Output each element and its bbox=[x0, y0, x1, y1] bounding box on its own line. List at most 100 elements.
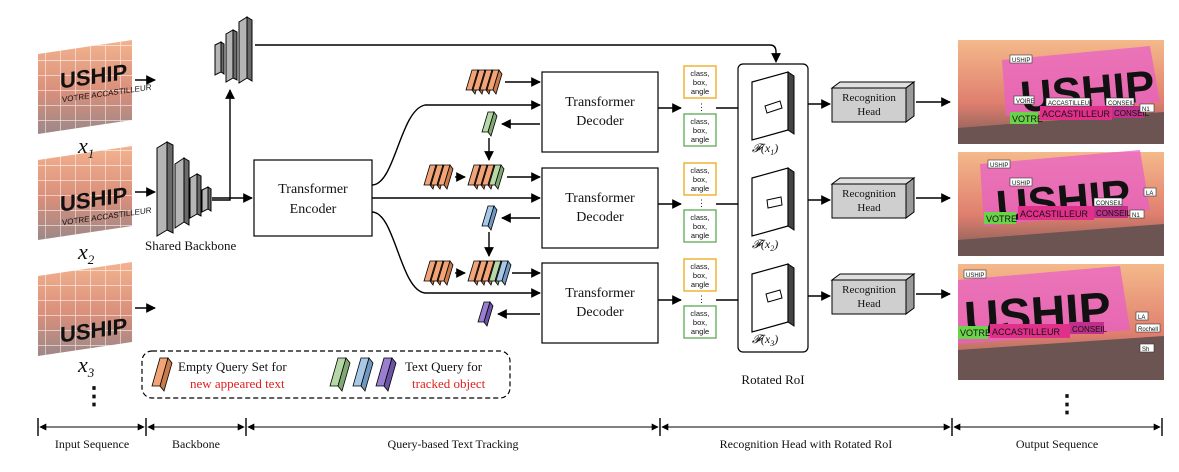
svg-text:CONSEIL: CONSEIL bbox=[1096, 209, 1132, 218]
backbone-label: Shared Backbone bbox=[145, 238, 237, 253]
decoder-2-label-1: Transformer bbox=[565, 191, 635, 206]
stage-query-tracking: Query-based Text Tracking bbox=[388, 437, 519, 451]
svg-text:USHIP: USHIP bbox=[966, 273, 984, 279]
svg-text:CONSEIL: CONSEIL bbox=[1114, 109, 1150, 118]
svg-text:VOTRE: VOTRE bbox=[986, 214, 1017, 224]
svg-text:CONSEIL: CONSEIL bbox=[1096, 201, 1123, 207]
svg-text:Recognition: Recognition bbox=[842, 188, 896, 200]
svg-text:ACCASTILLEUR: ACCASTILLEUR bbox=[1020, 209, 1089, 219]
roi-feature-1 bbox=[751, 71, 795, 141]
legend-text-line1: Text Query for bbox=[405, 359, 483, 374]
output-ellipsis: ⋮ bbox=[1055, 392, 1079, 418]
svg-text:box,: box, bbox=[693, 126, 707, 135]
svg-text:Recognition: Recognition bbox=[842, 284, 896, 296]
svg-text:angle: angle bbox=[691, 87, 709, 96]
stage-input-sequence: Input Sequence bbox=[55, 437, 129, 451]
svg-text:CONSEIL: CONSEIL bbox=[1072, 325, 1108, 334]
svg-text:⋮: ⋮ bbox=[697, 198, 706, 208]
svg-text:⋮: ⋮ bbox=[697, 102, 706, 112]
svg-text:box,: box, bbox=[693, 222, 707, 231]
svg-text:angle: angle bbox=[691, 280, 709, 289]
svg-text:class,: class, bbox=[690, 309, 709, 318]
svg-text:ACCASTILLEUR: ACCASTILLEUR bbox=[992, 327, 1061, 337]
transformer-decoder-3 bbox=[541, 262, 659, 344]
svg-text:box,: box, bbox=[693, 78, 707, 87]
recognition-head-2: Recognition Head bbox=[830, 177, 916, 219]
decoder-1-label-2: Decoder bbox=[576, 114, 624, 129]
svg-text:CONSEIL: CONSEIL bbox=[1108, 101, 1135, 107]
input-frame-2: USHIP VOTRE ACCASTILLEUR bbox=[38, 146, 152, 240]
stage-bar bbox=[37, 418, 1163, 436]
svg-text:Rochell: Rochell bbox=[1138, 327, 1158, 333]
stage-output-sequence: Output Sequence bbox=[1016, 437, 1098, 451]
input-label-3: x3 bbox=[77, 352, 95, 380]
svg-text:Recognition: Recognition bbox=[842, 92, 896, 104]
empty-query-set-1 bbox=[465, 69, 503, 95]
svg-text:USHIP: USHIP bbox=[1012, 181, 1030, 187]
shared-backbone bbox=[156, 141, 212, 237]
svg-text:class,: class, bbox=[690, 213, 709, 222]
svg-text:VOTRE: VOTRE bbox=[960, 328, 991, 338]
encoder-label-2: Encoder bbox=[290, 202, 337, 217]
svg-text:LA: LA bbox=[1138, 315, 1145, 321]
svg-text:class,: class, bbox=[690, 262, 709, 271]
text-query-purple bbox=[477, 301, 494, 327]
legend-text-line2: tracked object bbox=[412, 376, 486, 391]
output-frame-3: USHIP VOTRE ACCASTILLEUR CONSEIL USHIP L… bbox=[958, 264, 1164, 380]
decoder-outputs: class, box, angle ⋮ class, box, angle cl… bbox=[683, 65, 717, 339]
svg-text:LA: LA bbox=[1146, 191, 1153, 197]
empty-query-set-3 bbox=[423, 260, 454, 286]
svg-text:USHIP: USHIP bbox=[1012, 58, 1030, 64]
svg-text:USHIP: USHIP bbox=[990, 163, 1008, 169]
svg-text:⋮: ⋮ bbox=[697, 294, 706, 304]
svg-text:box,: box, bbox=[693, 318, 707, 327]
roi-label-3: 𝓕(x3) bbox=[752, 332, 778, 348]
svg-text:class,: class, bbox=[690, 117, 709, 126]
transformer-decoder-1 bbox=[541, 71, 659, 153]
input-label-1: x1 bbox=[77, 133, 94, 161]
legend-empty-query-swatch bbox=[151, 357, 173, 392]
svg-text:N1: N1 bbox=[1142, 107, 1150, 113]
svg-text:angle: angle bbox=[691, 327, 709, 336]
text-query-blue bbox=[481, 205, 498, 231]
legend-box bbox=[141, 350, 511, 399]
svg-text:Head: Head bbox=[857, 106, 881, 118]
input-frame-3: USHIP bbox=[38, 262, 132, 356]
recognition-head-1: Recognition Head bbox=[830, 81, 916, 123]
decoder-1-label-1: Transformer bbox=[565, 95, 635, 110]
input-ellipsis: ⋮ bbox=[82, 384, 106, 410]
svg-text:box,: box, bbox=[693, 175, 707, 184]
svg-text:angle: angle bbox=[691, 135, 709, 144]
legend-empty-line2: new appeared text bbox=[190, 376, 285, 391]
stage-backbone: Backbone bbox=[172, 437, 220, 451]
svg-text:class,: class, bbox=[690, 166, 709, 175]
combined-query-set-2 bbox=[467, 164, 505, 190]
empty-query-set-2 bbox=[423, 164, 454, 190]
svg-text:ACCASTILLEUF: ACCASTILLEUF bbox=[1048, 101, 1093, 107]
transformer-encoder bbox=[253, 159, 373, 237]
svg-text:N1: N1 bbox=[1132, 213, 1140, 219]
roi-label-1: 𝓕(x1) bbox=[752, 141, 778, 157]
svg-text:Head: Head bbox=[857, 202, 881, 214]
decoder-3-label-1: Transformer bbox=[565, 286, 635, 301]
encoder-label-1: Transformer bbox=[278, 182, 348, 197]
svg-text:Sh: Sh bbox=[1142, 347, 1149, 353]
decoder-3-label-2: Decoder bbox=[576, 305, 624, 320]
svg-text:angle: angle bbox=[691, 184, 709, 193]
input-frame-1: USHIP VOTRE ACCASTILLEUR bbox=[38, 40, 152, 134]
svg-text:class,: class, bbox=[690, 69, 709, 78]
svg-text:Head: Head bbox=[857, 298, 881, 310]
svg-text:VOTRE: VOTRE bbox=[1012, 114, 1043, 124]
text-query-green bbox=[481, 111, 498, 137]
legend-empty-line1: Empty Query Set for bbox=[178, 359, 287, 374]
roi-label-2: 𝓕(x2) bbox=[752, 237, 778, 253]
svg-text:ACCASTILLEUR: ACCASTILLEUR bbox=[1042, 109, 1111, 119]
svg-text:box,: box, bbox=[693, 271, 707, 280]
input-label-2: x2 bbox=[77, 239, 95, 267]
roi-feature-3 bbox=[751, 263, 795, 333]
output-frame-1: USHIP VOTRE ACCASTILLEUR CONSEIL USHIP V… bbox=[958, 40, 1164, 144]
feature-pyramid bbox=[214, 16, 253, 84]
decoder-2-label-2: Decoder bbox=[576, 210, 624, 225]
recognition-head-3: Recognition Head bbox=[830, 273, 916, 315]
